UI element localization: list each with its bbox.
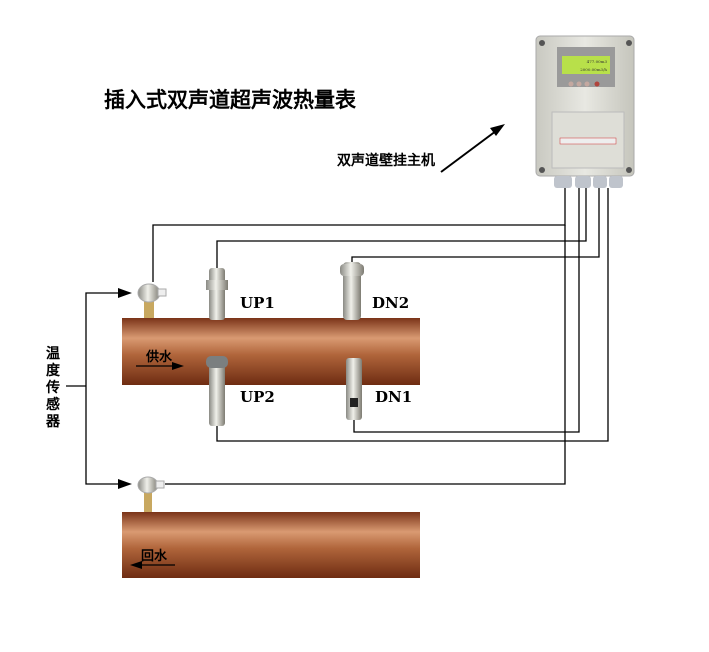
- wire-bottom-temp-sensor: [165, 225, 566, 485]
- nameplate: [559, 137, 617, 145]
- device-button: [584, 81, 590, 87]
- cable-gland: [575, 176, 591, 188]
- temp-sensor-return-graphic: [137, 476, 165, 512]
- supply-water-label: 供水: [146, 350, 173, 365]
- cable-gland: [593, 176, 607, 188]
- cable-glands: [554, 176, 623, 188]
- arrowheads: [118, 124, 505, 489]
- return-pipe: [122, 512, 420, 578]
- label-dn2: DN2: [372, 294, 410, 312]
- diagram-title: 插入式双声道超声波热量表: [104, 88, 356, 112]
- wire-up2: [216, 188, 609, 442]
- return-flow-arrow-icon: [130, 561, 175, 569]
- screen-line-1: 477.00m3: [587, 59, 608, 64]
- arrowhead-bottom-sensor: [118, 479, 132, 489]
- temp-sensor-supply-graphic: [137, 283, 167, 318]
- cable-gland: [554, 176, 572, 188]
- wire-up1: [216, 188, 587, 268]
- wall-mounted-host: 477.00m3 2000.00m3/h: [535, 35, 635, 188]
- wiring: [66, 127, 609, 485]
- label-up2: UP2: [240, 388, 275, 406]
- transducer-dn2-graphic: [340, 262, 364, 320]
- device-button: [594, 81, 600, 87]
- supply-pipe: [122, 318, 420, 385]
- screw-icon: [626, 167, 632, 173]
- device-screen: [562, 56, 610, 74]
- wire-dn2: [351, 188, 600, 262]
- label-dn1: DN1: [375, 388, 413, 406]
- screw-icon: [539, 40, 545, 46]
- arrowhead-top-sensor: [118, 288, 132, 298]
- wire-temp-bracket: [85, 292, 118, 485]
- device-button: [576, 81, 582, 87]
- transducer-up2-graphic: [206, 356, 228, 426]
- screw-icon: [539, 167, 545, 173]
- wire-dn1: [353, 188, 580, 433]
- label-up1: UP1: [240, 294, 275, 312]
- supply-flow-arrow-icon: [136, 362, 184, 370]
- host-pointer-line: [440, 127, 501, 173]
- screen-line-2: 2000.00m3/h: [580, 67, 607, 72]
- transducer-dn1-graphic: [346, 358, 362, 420]
- transducer-up1-graphic: [206, 268, 228, 320]
- screw-icon: [626, 40, 632, 46]
- cable-gland: [609, 176, 623, 188]
- host-label: 双声道壁挂主机: [337, 153, 435, 169]
- wire-top-temp-sensor: [152, 188, 566, 282]
- device-button: [568, 81, 574, 87]
- temperature-sensor-label: 温度传感器: [46, 346, 60, 430]
- arrowhead-host-pointer: [490, 124, 505, 136]
- return-water-label: 回水: [141, 549, 168, 564]
